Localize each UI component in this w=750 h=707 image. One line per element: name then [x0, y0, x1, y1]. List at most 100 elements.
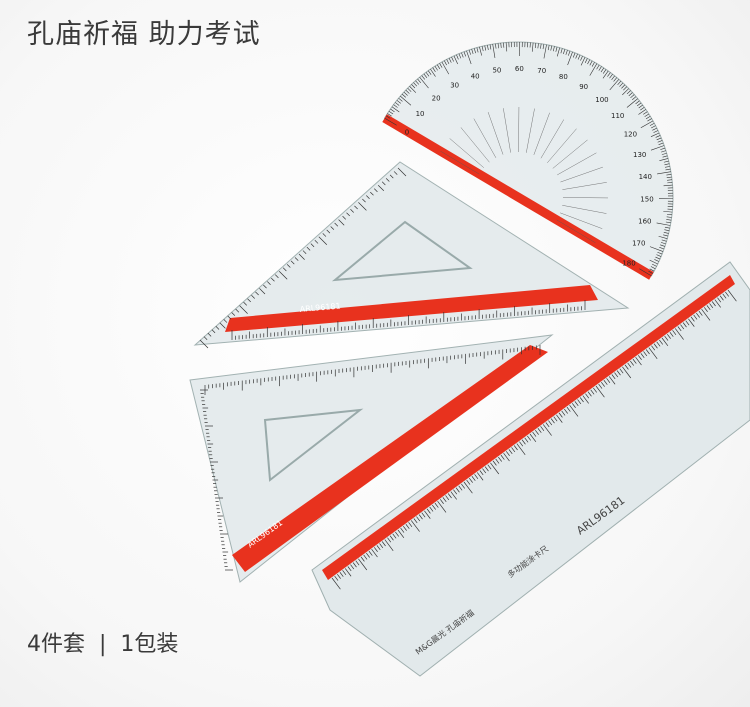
red-edge — [322, 275, 735, 580]
tick-mark — [725, 291, 729, 297]
degree-tick — [417, 78, 422, 83]
radial-line — [557, 152, 597, 176]
tick-mark — [355, 560, 360, 566]
degree-tick — [580, 55, 583, 61]
tick-mark — [624, 364, 629, 370]
tick-mark — [263, 284, 267, 289]
degree-tick — [575, 53, 578, 59]
tick-mark — [350, 209, 354, 213]
degree-tick — [665, 168, 671, 171]
tick-mark — [487, 464, 492, 470]
tick-mark — [395, 531, 400, 537]
tick-mark — [667, 333, 671, 339]
tick-mark — [540, 426, 545, 432]
tick-mark — [338, 219, 345, 226]
radial-line — [526, 108, 535, 153]
tick-mark — [545, 422, 550, 428]
degree-tick — [623, 86, 628, 91]
tick-mark — [334, 222, 339, 227]
tick-mark — [227, 315, 232, 320]
tick-mark — [379, 543, 384, 549]
degree-tick — [650, 266, 656, 270]
tick-mark — [719, 295, 724, 301]
degree-tick — [439, 63, 443, 68]
degree-tick — [667, 179, 673, 181]
degree-label: 40 — [471, 72, 480, 80]
tick-mark — [231, 312, 236, 316]
degree-tick — [660, 244, 665, 247]
degree-tick — [664, 229, 670, 232]
degree-label: 70 — [537, 67, 546, 75]
radial-line — [460, 127, 490, 163]
tick-mark — [548, 420, 553, 426]
degree-tick — [657, 171, 671, 175]
tick-mark — [381, 541, 386, 547]
degree-label: 10 — [416, 110, 425, 118]
tick-mark — [358, 202, 367, 211]
tick-mark — [682, 322, 687, 328]
degree-tick — [639, 268, 652, 277]
degree-tick — [425, 72, 430, 77]
degree-tick — [626, 90, 631, 95]
tick-mark — [352, 562, 357, 568]
degree-tick — [568, 50, 571, 56]
radial-line — [562, 205, 607, 214]
tick-mark — [532, 431, 537, 437]
tick-mark — [645, 349, 650, 355]
tick-mark — [690, 316, 695, 322]
tick-mark — [377, 184, 385, 192]
tick-mark — [432, 504, 436, 510]
tick-mark — [574, 401, 579, 407]
tick-mark — [664, 335, 669, 341]
degree-tick — [446, 59, 450, 64]
degree-tick — [550, 45, 553, 51]
separator: | — [99, 632, 107, 657]
tick-mark — [490, 462, 500, 475]
tick-mark — [577, 399, 582, 405]
degree-tick — [471, 49, 474, 54]
degree-tick — [448, 58, 452, 63]
degree-tick — [611, 75, 615, 80]
tick-mark — [354, 205, 358, 210]
degree-tick — [626, 98, 638, 108]
tick-mark — [571, 403, 576, 408]
tick-mark — [199, 339, 209, 349]
tick-mark — [656, 341, 661, 347]
degree-tick — [587, 59, 591, 65]
tick-mark — [585, 393, 590, 399]
degree-tick — [656, 137, 662, 141]
degree-tick — [661, 239, 667, 242]
tick-mark — [346, 212, 350, 217]
tick-mark — [474, 474, 479, 480]
degree-tick — [663, 184, 673, 187]
tick-mark — [558, 412, 563, 418]
degree-label: 140 — [639, 173, 652, 181]
degree-tick — [661, 150, 666, 153]
tick-mark — [503, 452, 510, 462]
degree-tick — [598, 66, 602, 71]
tick-mark — [608, 376, 616, 385]
degree-tick — [640, 120, 654, 129]
tick-mark — [693, 314, 698, 320]
protractor-red-band — [382, 114, 654, 280]
degree-tick — [427, 70, 432, 75]
tick-mark — [701, 308, 711, 321]
degree-tick — [419, 77, 429, 89]
tick-mark — [418, 514, 423, 520]
tick-mark — [259, 288, 266, 295]
degree-tick — [458, 53, 462, 59]
tick-mark — [410, 520, 420, 532]
tick-mark — [505, 451, 510, 456]
degree-tick — [495, 43, 497, 49]
degree-tick — [451, 56, 454, 62]
ruler-body — [311, 261, 750, 677]
tick-mark — [527, 435, 531, 441]
tick-mark — [492, 460, 497, 466]
headline: 孔庙祈福 助力考试 — [27, 19, 261, 50]
tick-mark — [286, 264, 291, 268]
degree-tick — [666, 213, 673, 216]
tick-mark — [630, 360, 634, 366]
degree-tick — [602, 70, 609, 79]
tick-mark — [661, 337, 669, 347]
degree-tick — [560, 48, 563, 54]
